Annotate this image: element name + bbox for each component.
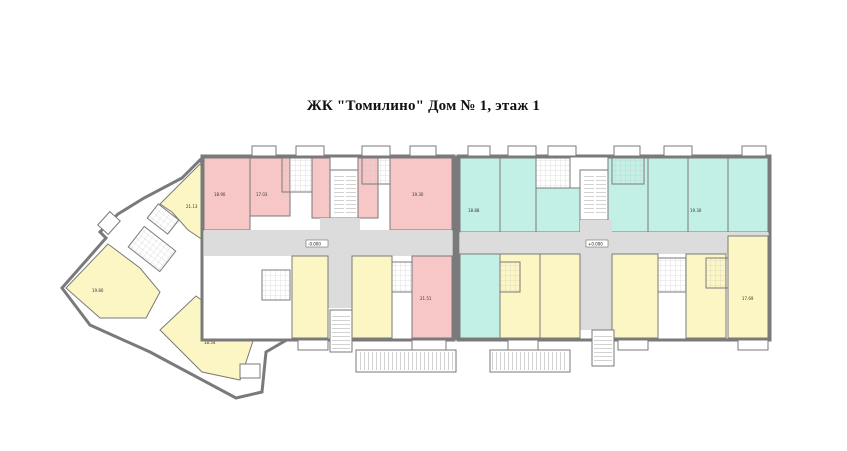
area-label: 21.51 — [420, 296, 432, 301]
area-label: 18.88 — [468, 208, 480, 213]
apartment-yellow-left-low — [65, 243, 161, 319]
area-label: 17.69 — [742, 296, 754, 301]
area-label: 19.30 — [412, 192, 424, 197]
apartment-yellow-r3 — [611, 253, 659, 339]
area-label: 21.13 — [186, 204, 198, 209]
apartment-cyan-7 — [727, 157, 769, 233]
right-block: 18.88 19.30 17.69 +0.000 — [456, 145, 772, 367]
central-left-block: 18.90 17.03 19.30 21.51 -0.000 — [200, 145, 456, 353]
apartment-yellow-c1 — [291, 255, 329, 339]
corridor-right — [460, 232, 768, 254]
apartment-cyan-5 — [647, 157, 689, 233]
area-label: 17.03 — [256, 192, 268, 197]
apartment-yellow-c2 — [351, 255, 393, 339]
plan-title: ЖК "Томилино" Дом № 1, этаж 1 — [306, 98, 541, 114]
elevation-mark-left: -0.000 — [308, 242, 321, 247]
apartment-pink-6 — [411, 255, 453, 339]
outdoor-steps-right — [489, 349, 571, 373]
apartment-pink-1 — [203, 157, 251, 231]
elevation-mark-right: +0.000 — [588, 242, 603, 247]
area-label: 19.80 — [92, 288, 104, 293]
apartment-cyan-3 — [535, 187, 581, 233]
apartment-yellow-r2 — [539, 253, 581, 339]
apartment-yellow-r5 — [727, 235, 769, 339]
apartment-cyan-1 — [459, 157, 501, 233]
area-label: 19.30 — [690, 208, 702, 213]
apartment-cyan-2 — [499, 157, 537, 233]
outdoor-steps-left — [355, 349, 457, 373]
apartment-cyan-6 — [687, 157, 729, 233]
area-label: 18.54 — [204, 340, 216, 345]
area-label: 18.90 — [214, 192, 226, 197]
apartment-pink-3 — [311, 157, 331, 219]
apartment-cyan-8 — [459, 253, 501, 339]
